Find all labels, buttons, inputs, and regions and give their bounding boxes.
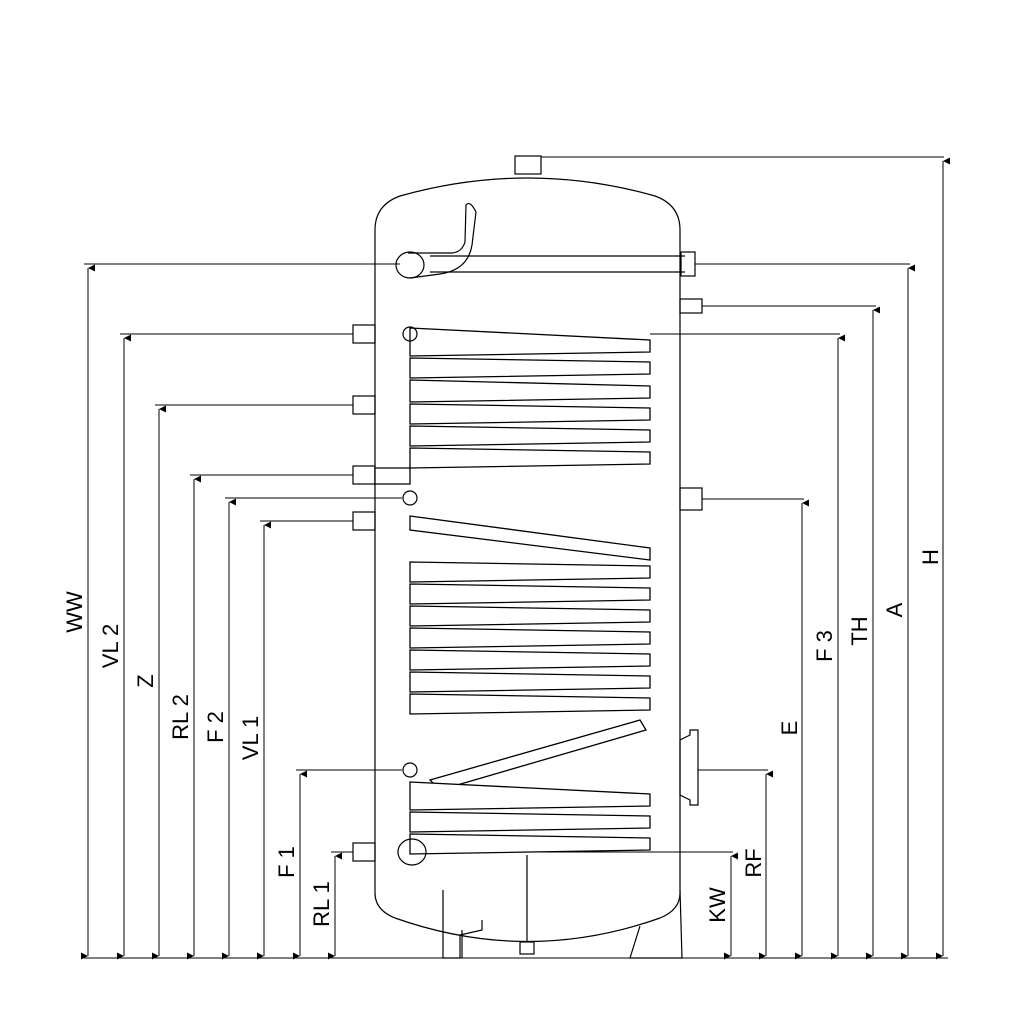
- label-e: E: [777, 721, 802, 736]
- hot-water-pipe: [395, 202, 696, 279]
- label-f1: F 1: [274, 846, 299, 878]
- lower-coil: [397, 490, 651, 866]
- label-th: TH: [847, 616, 872, 645]
- label-f2: F 2: [203, 711, 228, 743]
- label-rl1: RL 1: [309, 881, 334, 927]
- label-vl1: VL 1: [238, 716, 263, 760]
- label-z: Z: [133, 674, 158, 687]
- upper-coil: [374, 326, 651, 485]
- label-h: H: [918, 549, 943, 565]
- label-f3: F 3: [812, 630, 837, 662]
- extension-lines-right: [540, 156, 944, 853]
- tank-body: [374, 155, 683, 959]
- extension-lines-left: [84, 263, 402, 853]
- right-nozzles: [679, 298, 703, 806]
- label-kw: KW: [705, 887, 730, 923]
- label-a: A: [882, 602, 907, 617]
- left-nozzles: [352, 324, 376, 862]
- label-rf: RF: [741, 848, 766, 877]
- label-ww: WW: [62, 591, 87, 633]
- label-vl2: VL 2: [98, 624, 123, 668]
- dimension-arrows: [81, 157, 950, 960]
- dimension-labels: WW VL 2 Z RL 2 F 2 VL 1 F 1 RL 1 KW RF E…: [62, 549, 943, 927]
- label-rl2: RL 2: [168, 694, 193, 740]
